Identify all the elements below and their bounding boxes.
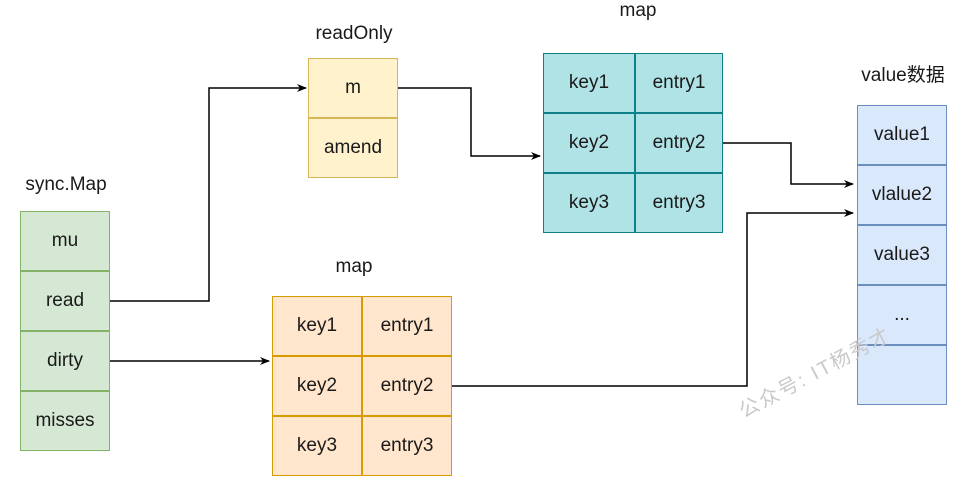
read-map-title: map	[619, 0, 657, 21]
value-cell: value3	[857, 225, 947, 285]
field-misses: misses	[20, 391, 110, 451]
field-dirty: dirty	[20, 331, 110, 391]
read-map-key: key2	[543, 113, 635, 173]
field-read: read	[20, 271, 110, 331]
read-map-entry: entry1	[635, 53, 723, 113]
field-amend: amend	[308, 118, 398, 178]
value-cell: value1	[857, 105, 947, 165]
entry2-to-value2-arrow	[723, 142, 854, 188]
sync-map-title: sync.Map	[25, 174, 107, 195]
dirty-entry2-to-value2-arrow	[452, 209, 854, 387]
value-cell: vlalue2	[857, 165, 947, 225]
value-data-title: value数据	[861, 65, 945, 86]
dirty-map-key: key3	[272, 416, 362, 476]
m-to-read-map-arrow	[398, 87, 541, 160]
dirty-map-entry: entry3	[362, 416, 452, 476]
dirty-map-entry: entry1	[362, 296, 452, 356]
dirty-map-title: map	[335, 256, 373, 277]
read-map-entry: entry2	[635, 113, 723, 173]
field-m: m	[308, 58, 398, 118]
value-cell	[857, 345, 947, 405]
dirty-map-key: key2	[272, 356, 362, 416]
readonly-title: readOnly	[315, 23, 393, 44]
value-cell: ...	[857, 285, 947, 345]
read-map-key: key3	[543, 173, 635, 233]
read-map-entry: entry3	[635, 173, 723, 233]
field-mu: mu	[20, 211, 110, 271]
dirty-map-entry: entry2	[362, 356, 452, 416]
read-to-readonly-arrow	[110, 84, 307, 302]
dirty-map-key: key1	[272, 296, 362, 356]
read-map-key: key1	[543, 53, 635, 113]
